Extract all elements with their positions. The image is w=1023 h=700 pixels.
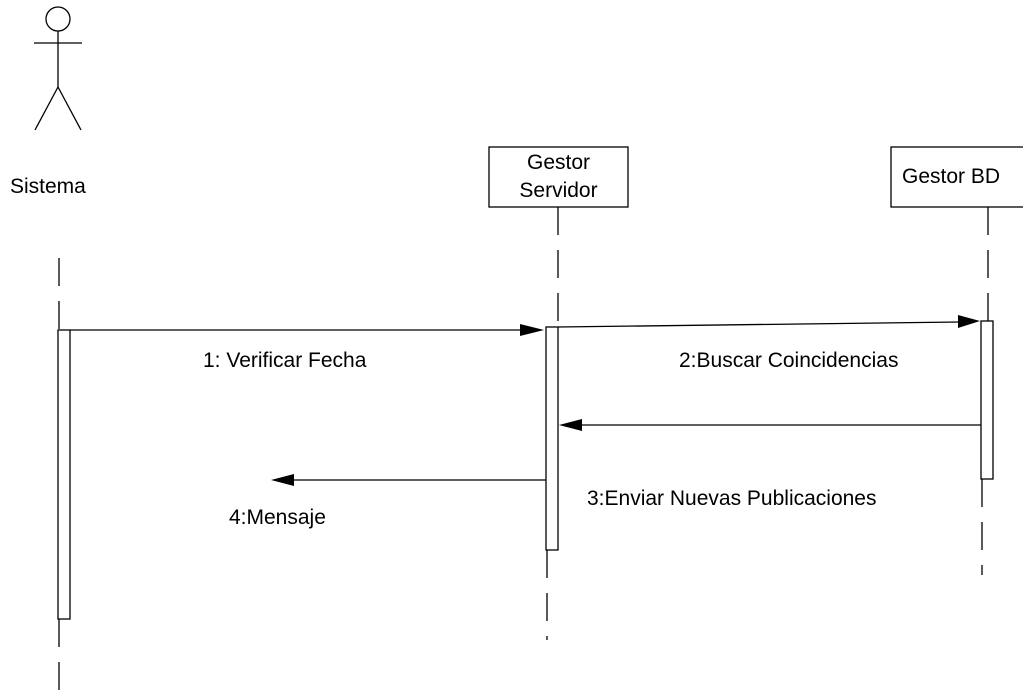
lifeline-box-gestor-bd (890, 146, 1023, 208)
actor-left-leg (34, 86, 59, 131)
message-3-arrowhead (559, 419, 582, 431)
lifeline-label-line-2: Servidor (519, 179, 597, 202)
lifeline-label-line-1: Gestor (527, 151, 590, 174)
actor-right-leg (57, 86, 82, 131)
lifeline-label-gestor-bd: Gestor BD (902, 165, 1000, 188)
actor-activation-bar (57, 329, 71, 620)
message-4-label: 4:Mensaje (229, 506, 326, 529)
lifeline-box-gestor-servidor (488, 146, 629, 208)
actor-label: Sistema (10, 175, 86, 198)
actor-figure (34, 6, 82, 131)
message-2-arrowhead (958, 315, 980, 328)
message-2-arrow-line (557, 321, 961, 328)
gestor-bd-activation-bar (980, 320, 994, 480)
actor-head (45, 6, 71, 32)
message-1-label: 1: Verificar Fecha (203, 349, 367, 372)
message-4-arrowhead (271, 474, 294, 486)
gestor-servidor-activation-bar (545, 326, 559, 551)
message-3-label: 3:Enviar Nuevas Publicaciones (587, 487, 877, 510)
message-1-arrowhead (520, 324, 544, 336)
message-2-label: 2:Buscar Coincidencias (679, 349, 898, 372)
